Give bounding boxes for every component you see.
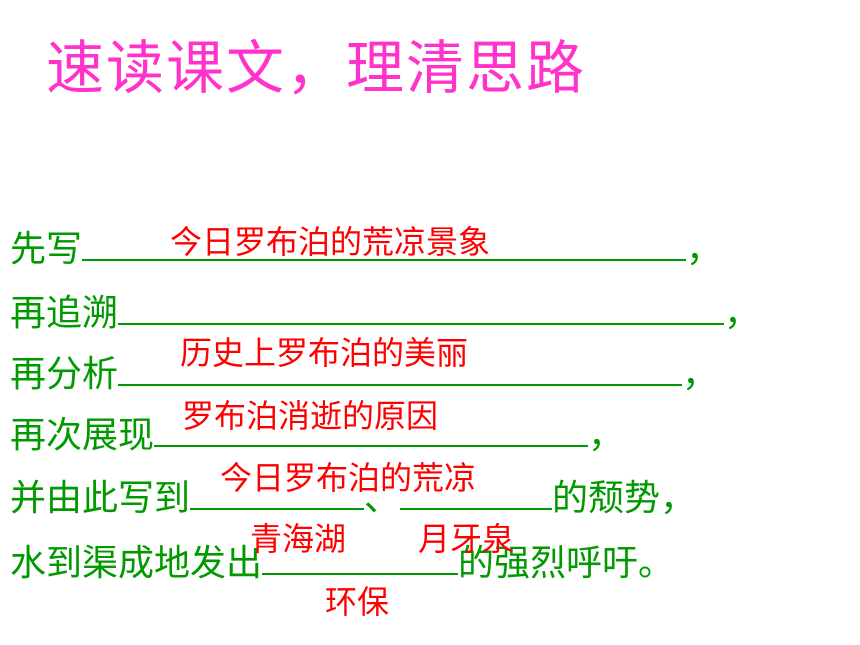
line-2-suffix: ， bbox=[724, 293, 761, 334]
line-5-suffix: 的颓势， bbox=[552, 478, 697, 519]
line-3: 再分析 ， bbox=[10, 351, 718, 399]
blank-5b bbox=[400, 478, 553, 510]
line-1-prefix: 先写 bbox=[10, 229, 83, 270]
blank-5a bbox=[190, 478, 365, 510]
line-1: 先写 ， bbox=[10, 226, 722, 274]
line-5-prefix: 并由此写到 bbox=[10, 478, 191, 519]
answer-3: 罗布泊消逝的原因 bbox=[182, 397, 439, 435]
blank-3 bbox=[118, 354, 683, 386]
line-6-suffix: 的强烈呼吁。 bbox=[458, 543, 675, 584]
blank-6 bbox=[262, 543, 459, 575]
line-2-prefix: 再追溯 bbox=[10, 293, 119, 334]
line-3-suffix: ， bbox=[682, 354, 719, 395]
line-6-prefix: 水到渠成地发出 bbox=[10, 543, 263, 584]
blank-4 bbox=[154, 415, 589, 447]
blank-2 bbox=[118, 293, 725, 325]
line-1-suffix: ， bbox=[686, 229, 723, 270]
line-2: 再追溯 ， bbox=[10, 290, 760, 338]
answer-2: 历史上罗布泊的美丽 bbox=[180, 334, 469, 372]
answer-6: 月牙泉 bbox=[418, 520, 515, 558]
slide-title: 速读课文，理清思路 bbox=[46, 34, 587, 102]
blank-1 bbox=[82, 229, 687, 261]
answer-1: 今日罗布泊的荒凉景象 bbox=[170, 223, 491, 261]
line-4-suffix: ， bbox=[588, 415, 625, 456]
answer-7: 环保 bbox=[325, 583, 390, 621]
line-5: 并由此写到 、 的颓势， bbox=[10, 475, 696, 523]
answer-4: 今日罗布泊的荒凉 bbox=[220, 459, 477, 497]
line-6: 水到渠成地发出 的强烈呼吁。 bbox=[10, 540, 674, 588]
answer-5: 青海湖 bbox=[250, 520, 347, 558]
line-4: 再次展现 ， bbox=[10, 412, 624, 460]
line-5-middle: 、 bbox=[364, 478, 401, 519]
line-4-prefix: 再次展现 bbox=[10, 415, 155, 456]
line-3-prefix: 再分析 bbox=[10, 354, 119, 395]
